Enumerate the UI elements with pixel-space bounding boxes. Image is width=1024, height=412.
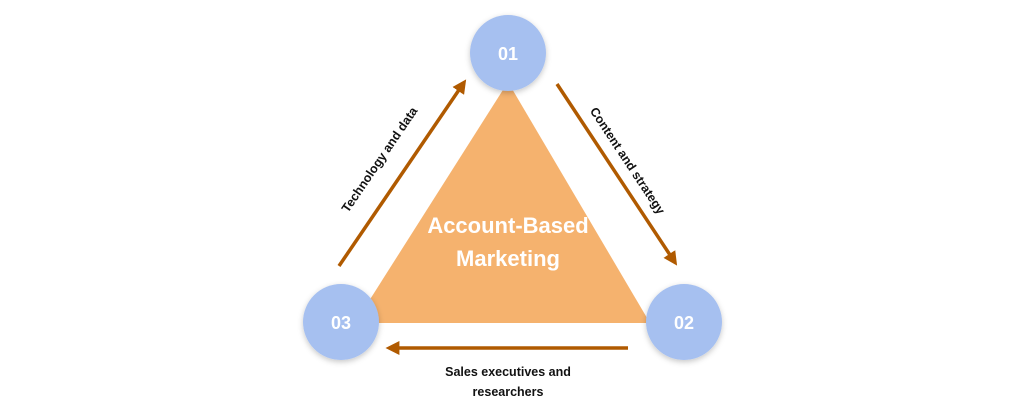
node-02: 02: [646, 284, 722, 360]
node-01-label: 01: [498, 44, 518, 64]
central-triangle: [355, 82, 650, 323]
node-01: 01: [470, 15, 546, 91]
edge-label-technology-data: Technology and data: [339, 104, 421, 215]
node-01-circle: [470, 15, 546, 91]
node-02-label: 02: [674, 313, 694, 333]
center-title-line2: Marketing: [456, 246, 560, 271]
center-title-line1: Account-Based: [427, 213, 588, 238]
node-03-circle: [303, 284, 379, 360]
node-02-circle: [646, 284, 722, 360]
arrow-technology-data: [337, 79, 467, 267]
node-03-label: 03: [331, 313, 351, 333]
node-03: 03: [303, 284, 379, 360]
edge-label-content-strategy: Content and strategy: [587, 105, 668, 217]
edge-label-sales-line2: researchers: [473, 385, 544, 399]
edge-label-sales-line1: Sales executives and: [445, 365, 571, 379]
arrow-content-strategy: [555, 83, 678, 266]
